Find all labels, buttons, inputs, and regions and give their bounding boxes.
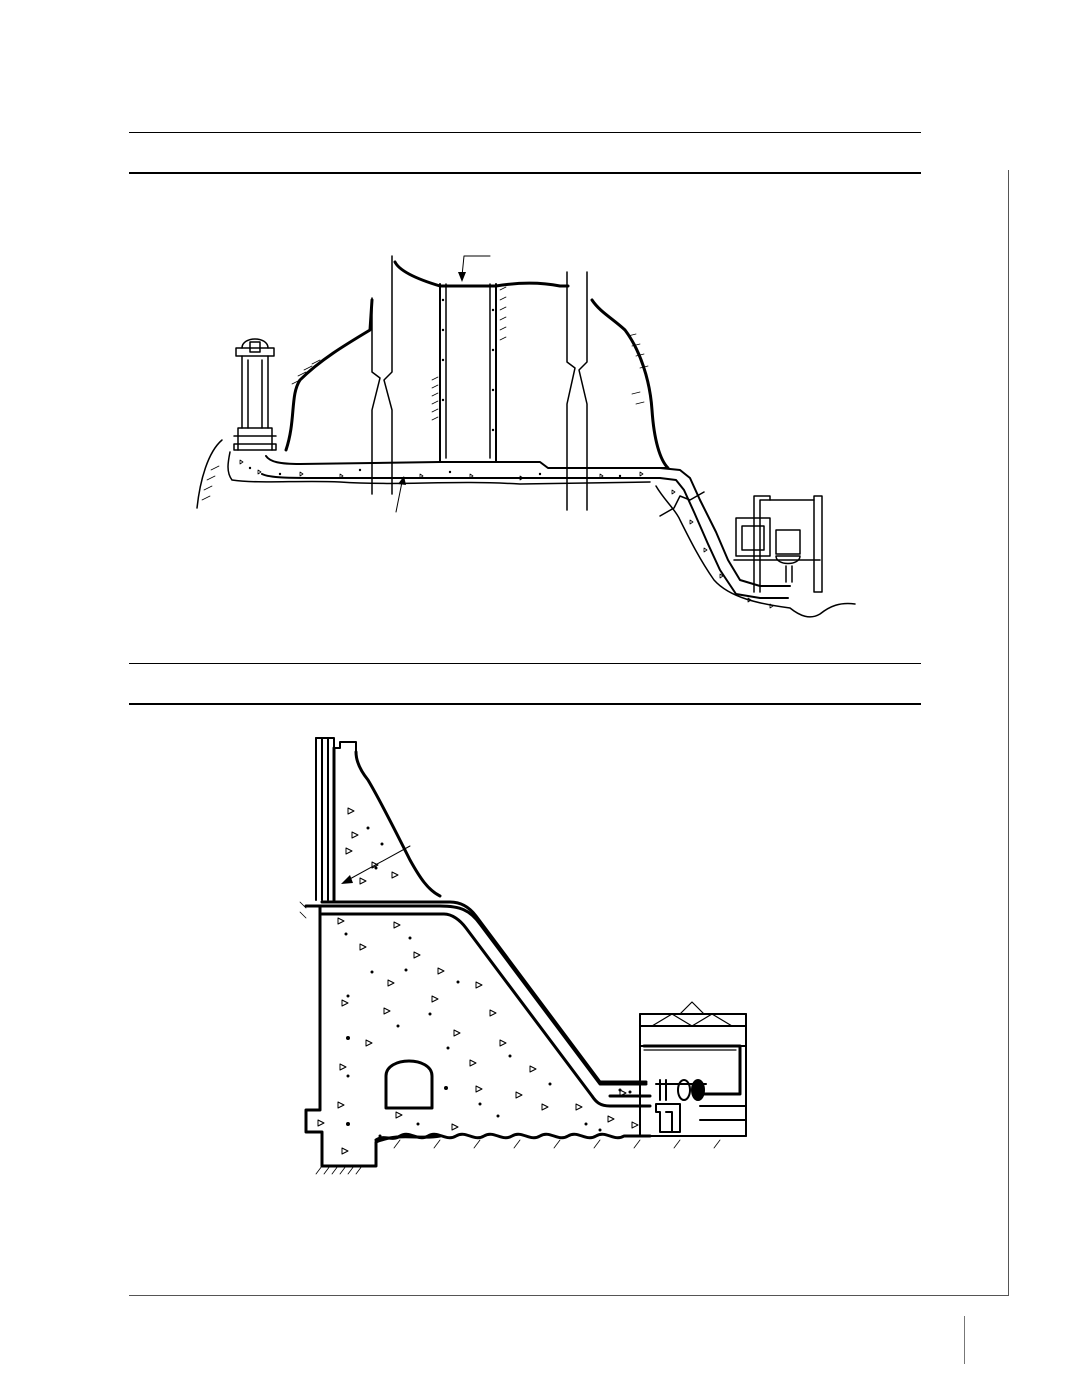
figure-bottom-drawing — [299, 737, 747, 1175]
mountain-profile — [284, 260, 670, 470]
surge-tank-outer — [439, 283, 497, 463]
penstock-inner — [659, 477, 789, 599]
penstock-upper-wall — [320, 900, 602, 1084]
surge-tank-inner — [445, 283, 491, 459]
top-rule — [129, 132, 921, 133]
concrete-dots-bottom — [344, 826, 632, 1138]
dam-upper-face — [332, 746, 442, 902]
turbine-generator — [655, 1079, 707, 1133]
penstock-envelope — [655, 485, 856, 618]
concrete-speckle-bottom — [317, 807, 639, 1155]
intake-tower — [233, 338, 277, 451]
concrete-speckle-top — [239, 298, 644, 481]
dam-body-outline — [304, 904, 648, 1168]
penstock-tail — [598, 1080, 652, 1098]
page-number-divider — [964, 1316, 965, 1364]
penstock-break-mark — [659, 491, 705, 517]
shaft-left-wall-a — [371, 297, 381, 495]
rock-hatch-mountain — [291, 286, 649, 421]
shaft-right-wall-a — [566, 271, 576, 511]
rock-hatch-left — [201, 465, 220, 501]
mid-rule — [129, 663, 921, 664]
page-bottom-border — [129, 1295, 1009, 1296]
page-right-border — [1008, 170, 1009, 1295]
shaft-left-wall-b — [383, 255, 393, 495]
concrete-speckle-penstock — [671, 489, 774, 609]
inspection-gallery — [384, 1059, 434, 1110]
leader-arrowhead-bottom — [398, 476, 406, 485]
left-rock-outcrop — [196, 439, 223, 509]
figure-top-header-rule — [129, 172, 921, 174]
figure-bottom-header-rule — [129, 703, 921, 705]
intake-gate — [315, 737, 357, 901]
ground-hatch-bottom — [299, 901, 721, 1175]
shaft-right-wall-b — [578, 271, 588, 511]
foundation-rock-line — [374, 1132, 652, 1142]
leader-arrowhead-dam — [341, 875, 353, 884]
powerhouse-top — [733, 495, 823, 593]
penstock-lower-wall — [320, 912, 652, 1108]
tunnel-lower-wall — [261, 473, 661, 479]
figure-top-drawing — [196, 255, 856, 618]
leader-line-top — [461, 255, 491, 277]
powerhouse-bottom — [639, 1001, 747, 1137]
leader-arrowhead-top — [458, 272, 466, 282]
tunnel-concrete-envelope — [227, 451, 651, 485]
leader-line-dam — [347, 845, 411, 881]
leader-line-bottom — [395, 481, 403, 513]
